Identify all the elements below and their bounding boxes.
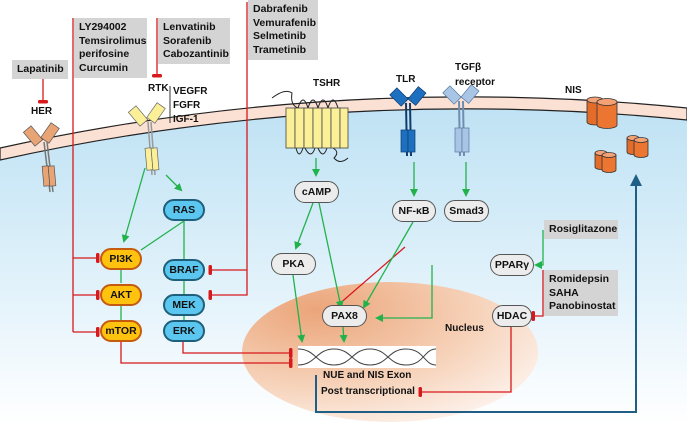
rtk-to-pi3k [121, 167, 146, 243]
drug-box-ppar-agonist: Rosiglitazone [544, 220, 618, 239]
drug-name: Vemurafenib [253, 16, 317, 29]
hdac-inhibitor-line [531, 270, 544, 321]
node-mek: MEK [163, 294, 205, 316]
pax8-to-gene [339, 326, 348, 343]
rosiglitazone-to-ppar [534, 230, 544, 269]
her-receptor [22, 122, 60, 193]
drug-name: perifosine [79, 48, 130, 60]
gene-label: NUE and NIS Exon [323, 370, 412, 381]
mek-inhibitor-line [208, 2, 248, 300]
tgfb-receptor [442, 84, 480, 157]
drug-name: Dabrafenib [253, 3, 308, 15]
drug-name: Sorafenib [163, 34, 212, 47]
drug-name: Rosiglitazone [549, 223, 618, 235]
drug-name: SAHA [549, 286, 579, 299]
node-erk: ERK [163, 320, 205, 342]
mtor-inhibits-gene [120, 342, 293, 368]
nis-trafficking-arrow [315, 174, 642, 413]
node-camp: cAMP [294, 181, 339, 203]
rtk-type-label: VEGFR [173, 86, 208, 97]
drug-name: Lapatinib [17, 63, 64, 75]
post-transcriptional-label: Post transcriptional [321, 386, 415, 397]
drug-name: Temsirolimus [79, 34, 147, 47]
node-ppar: PPARγ [490, 254, 534, 276]
node-hdac: HDAC [492, 305, 532, 327]
tlr-receptor [389, 86, 427, 157]
node-nfkb: NF-κB [392, 200, 436, 222]
drug-name: Lenvatinib [163, 21, 216, 33]
hdac-post-transcriptional [418, 322, 512, 397]
node-mtor: mTOR [100, 320, 142, 342]
rtk-receptor [127, 102, 166, 176]
camp-to-pka [294, 202, 314, 250]
node-pka: PKA [271, 253, 316, 275]
ras-to-pi3k [140, 220, 185, 251]
tgfb-label: receptor [455, 77, 496, 88]
tshr-receptor [271, 90, 349, 162]
drug-name: LY294002 [79, 21, 127, 33]
tlr-label: TLR [396, 74, 416, 85]
activation-arrows [120, 158, 544, 343]
drug-box-hdac-inhibitors: Romidepsin SAHA Panobinostat [544, 270, 618, 316]
erk-inhibits-gene [182, 342, 293, 358]
drug-name: Cabozantinib [163, 48, 229, 60]
tgfb-label: TGFβ [455, 62, 482, 73]
tshr-label: TSHR [313, 78, 341, 89]
nis-protein-membrane [586, 96, 618, 129]
drug-name: Romidepsin [549, 273, 610, 285]
node-braf: BRAF [163, 259, 205, 281]
node-smad3: Smad3 [444, 200, 489, 222]
ppar-to-pax8 [375, 265, 433, 322]
drug-box-lapatinib: Lapatinib [12, 60, 68, 79]
drug-box-pi3k-inhibitors: LY294002 Temsirolimus perifosine Curcumi… [74, 18, 147, 78]
drug-name: Curcumin [79, 61, 129, 74]
nfkb-to-pax8 [363, 221, 414, 309]
nucleus-label: Nucleus [445, 323, 484, 334]
drug-name: Panobinostat [549, 300, 616, 312]
node-pi3k: PI3K [100, 248, 142, 270]
pka-to-gene [292, 274, 306, 343]
rtk-to-ras [165, 174, 183, 192]
dna-helix-icon [297, 346, 437, 368]
her-label: HER [31, 106, 53, 117]
nis-protein-vesicle [594, 150, 617, 173]
camp-to-pax8 [318, 202, 344, 309]
nis-label: NIS [565, 85, 582, 96]
rtk-type-label: IGF-1 [173, 114, 199, 125]
drug-box-rtk-inhibitors: Lenvatinib Sorafenib Cabozantinib [158, 18, 230, 64]
rtk-label: RTK [148, 83, 169, 94]
drug-box-mapk-inhibitors: Dabrafenib Vemurafenib Selmetinib Tramet… [248, 0, 318, 60]
node-pax8: PAX8 [322, 305, 367, 327]
drug-name: Trametinib [253, 43, 307, 56]
nis-protein-vesicle [626, 135, 649, 158]
node-akt: AKT [100, 284, 142, 306]
drug-name: Selmetinib [253, 30, 307, 42]
node-ras: RAS [163, 199, 205, 221]
rtk-type-label: FGFR [173, 100, 201, 111]
